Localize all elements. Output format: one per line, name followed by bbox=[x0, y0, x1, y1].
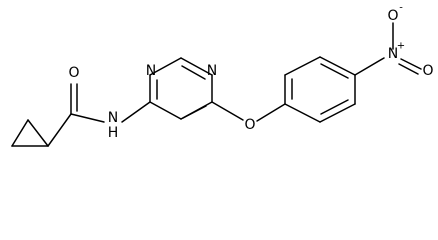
atom-amide-oxygen: O bbox=[68, 65, 79, 81]
bond-pyrimidine-c5-c4 bbox=[149, 101, 182, 120]
bond-cyclopropane-3 bbox=[27, 119, 49, 147]
nitro-negative-charge: - bbox=[399, 3, 403, 14]
atom-pyrimidine-n3: N bbox=[207, 63, 217, 79]
bond-phenyl-nitro bbox=[354, 57, 385, 76]
bond-nitro-oxygen-right-1 bbox=[400, 58, 422, 70]
bond-phenyl-6 bbox=[284, 103, 321, 123]
bond-pyrimidine-ether bbox=[211, 101, 244, 121]
bond-pyrimidine-double-3 bbox=[182, 105, 207, 119]
bond-pyrimidine-c2-n1 bbox=[180, 57, 213, 76]
atom-nitro-oxygen-top: O bbox=[387, 8, 398, 24]
bond-phenyl-double-2 bbox=[320, 63, 349, 79]
bond-set bbox=[11, 22, 422, 147]
nitro-positive-charge: + bbox=[397, 41, 405, 52]
bond-nh-pyrimidine bbox=[121, 101, 151, 123]
chemical-structure-diagram: O N H N N O N + O - O bbox=[11, 3, 434, 147]
atom-ether-oxygen: O bbox=[244, 117, 255, 133]
bond-phenyl-5 bbox=[319, 103, 356, 123]
bond-pyrimidine-n3-c2 bbox=[149, 57, 182, 76]
atom-nitro-nitrogen: N bbox=[388, 46, 398, 62]
bond-nitro-oxygen-right-2 bbox=[398, 63, 419, 75]
atom-labels: O N H N N O N + O - O bbox=[68, 3, 433, 142]
bond-phenyl-double-3 bbox=[320, 99, 349, 115]
atom-amide-hydrogen: H bbox=[108, 125, 119, 141]
bond-cyclopropyl-carbonyl bbox=[47, 113, 72, 147]
bond-cyclopropane-2 bbox=[11, 119, 29, 147]
bond-pyrimidine-double-2 bbox=[181, 65, 206, 80]
bond-phenyl-2 bbox=[284, 56, 321, 76]
atom-pyrimidine-n1: N bbox=[146, 63, 156, 79]
atom-nitro-oxygen-right: O bbox=[422, 63, 433, 79]
bond-carbonyl-nh bbox=[70, 113, 105, 123]
bond-phenyl-3 bbox=[319, 56, 356, 76]
atom-amide-nitrogen: N bbox=[108, 110, 118, 126]
bond-ether-phenyl bbox=[256, 103, 286, 122]
